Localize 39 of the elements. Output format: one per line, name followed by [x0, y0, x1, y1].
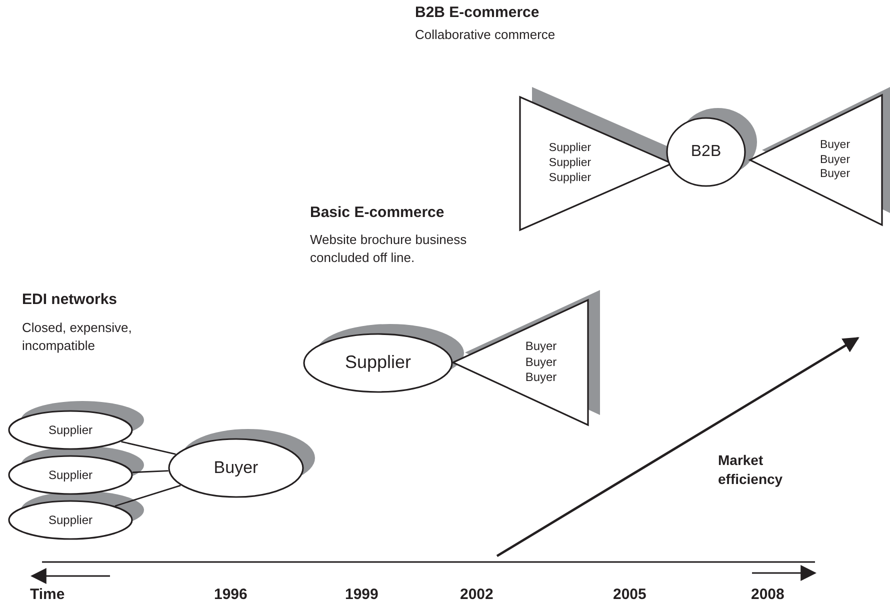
triangle-node: [453, 300, 588, 425]
node-text: Supplier: [48, 468, 93, 482]
node-text: Supplier: [548, 141, 592, 156]
stage-description: Closed, expensive, incompatible: [22, 319, 133, 354]
node-text: Buyer: [820, 138, 850, 153]
node-text: Buyer: [820, 167, 850, 182]
ellipse-node: [8, 500, 133, 540]
year-label: 2008: [751, 585, 784, 605]
connector-line: [114, 484, 181, 507]
stage-heading: Basic E-commerce: [310, 203, 444, 223]
node-text: Supplier: [548, 156, 592, 171]
connector-line: [132, 470, 168, 474]
year-label: 1996: [214, 585, 248, 605]
axis-label: Time: [30, 585, 65, 605]
node-text: B2B: [690, 142, 722, 162]
ellipse-node: [666, 117, 746, 187]
node-text: Buyer: [525, 339, 557, 355]
triangle-node: [750, 95, 882, 225]
node-text: Supplier: [548, 170, 592, 186]
ellipse-node: [8, 455, 133, 495]
stage-description: Website brochure business concluded off line.: [310, 231, 468, 266]
node-text: Buyer: [820, 152, 850, 168]
year-label: 2002: [460, 585, 494, 605]
node-text: Buyer: [525, 370, 557, 386]
triangle-node: [520, 97, 672, 230]
year-label: 1999: [345, 585, 378, 605]
ellipse-node: [303, 333, 453, 393]
stage-heading: EDI networks: [22, 290, 118, 310]
stage-description: Collaborative commerce: [415, 26, 556, 44]
node-text: Supplier: [48, 422, 93, 438]
axis-label: Market efficiency: [718, 451, 784, 489]
ellipse-node: [168, 438, 304, 498]
year-label: 2005: [613, 585, 646, 605]
stage-heading: B2B E-commerce: [415, 3, 540, 23]
ellipse-node: [8, 410, 133, 450]
node-text: Buyer: [525, 354, 557, 370]
node-text: Buyer: [214, 458, 258, 478]
node-text: Supplier: [344, 352, 412, 374]
node-text: Supplier: [48, 512, 93, 528]
